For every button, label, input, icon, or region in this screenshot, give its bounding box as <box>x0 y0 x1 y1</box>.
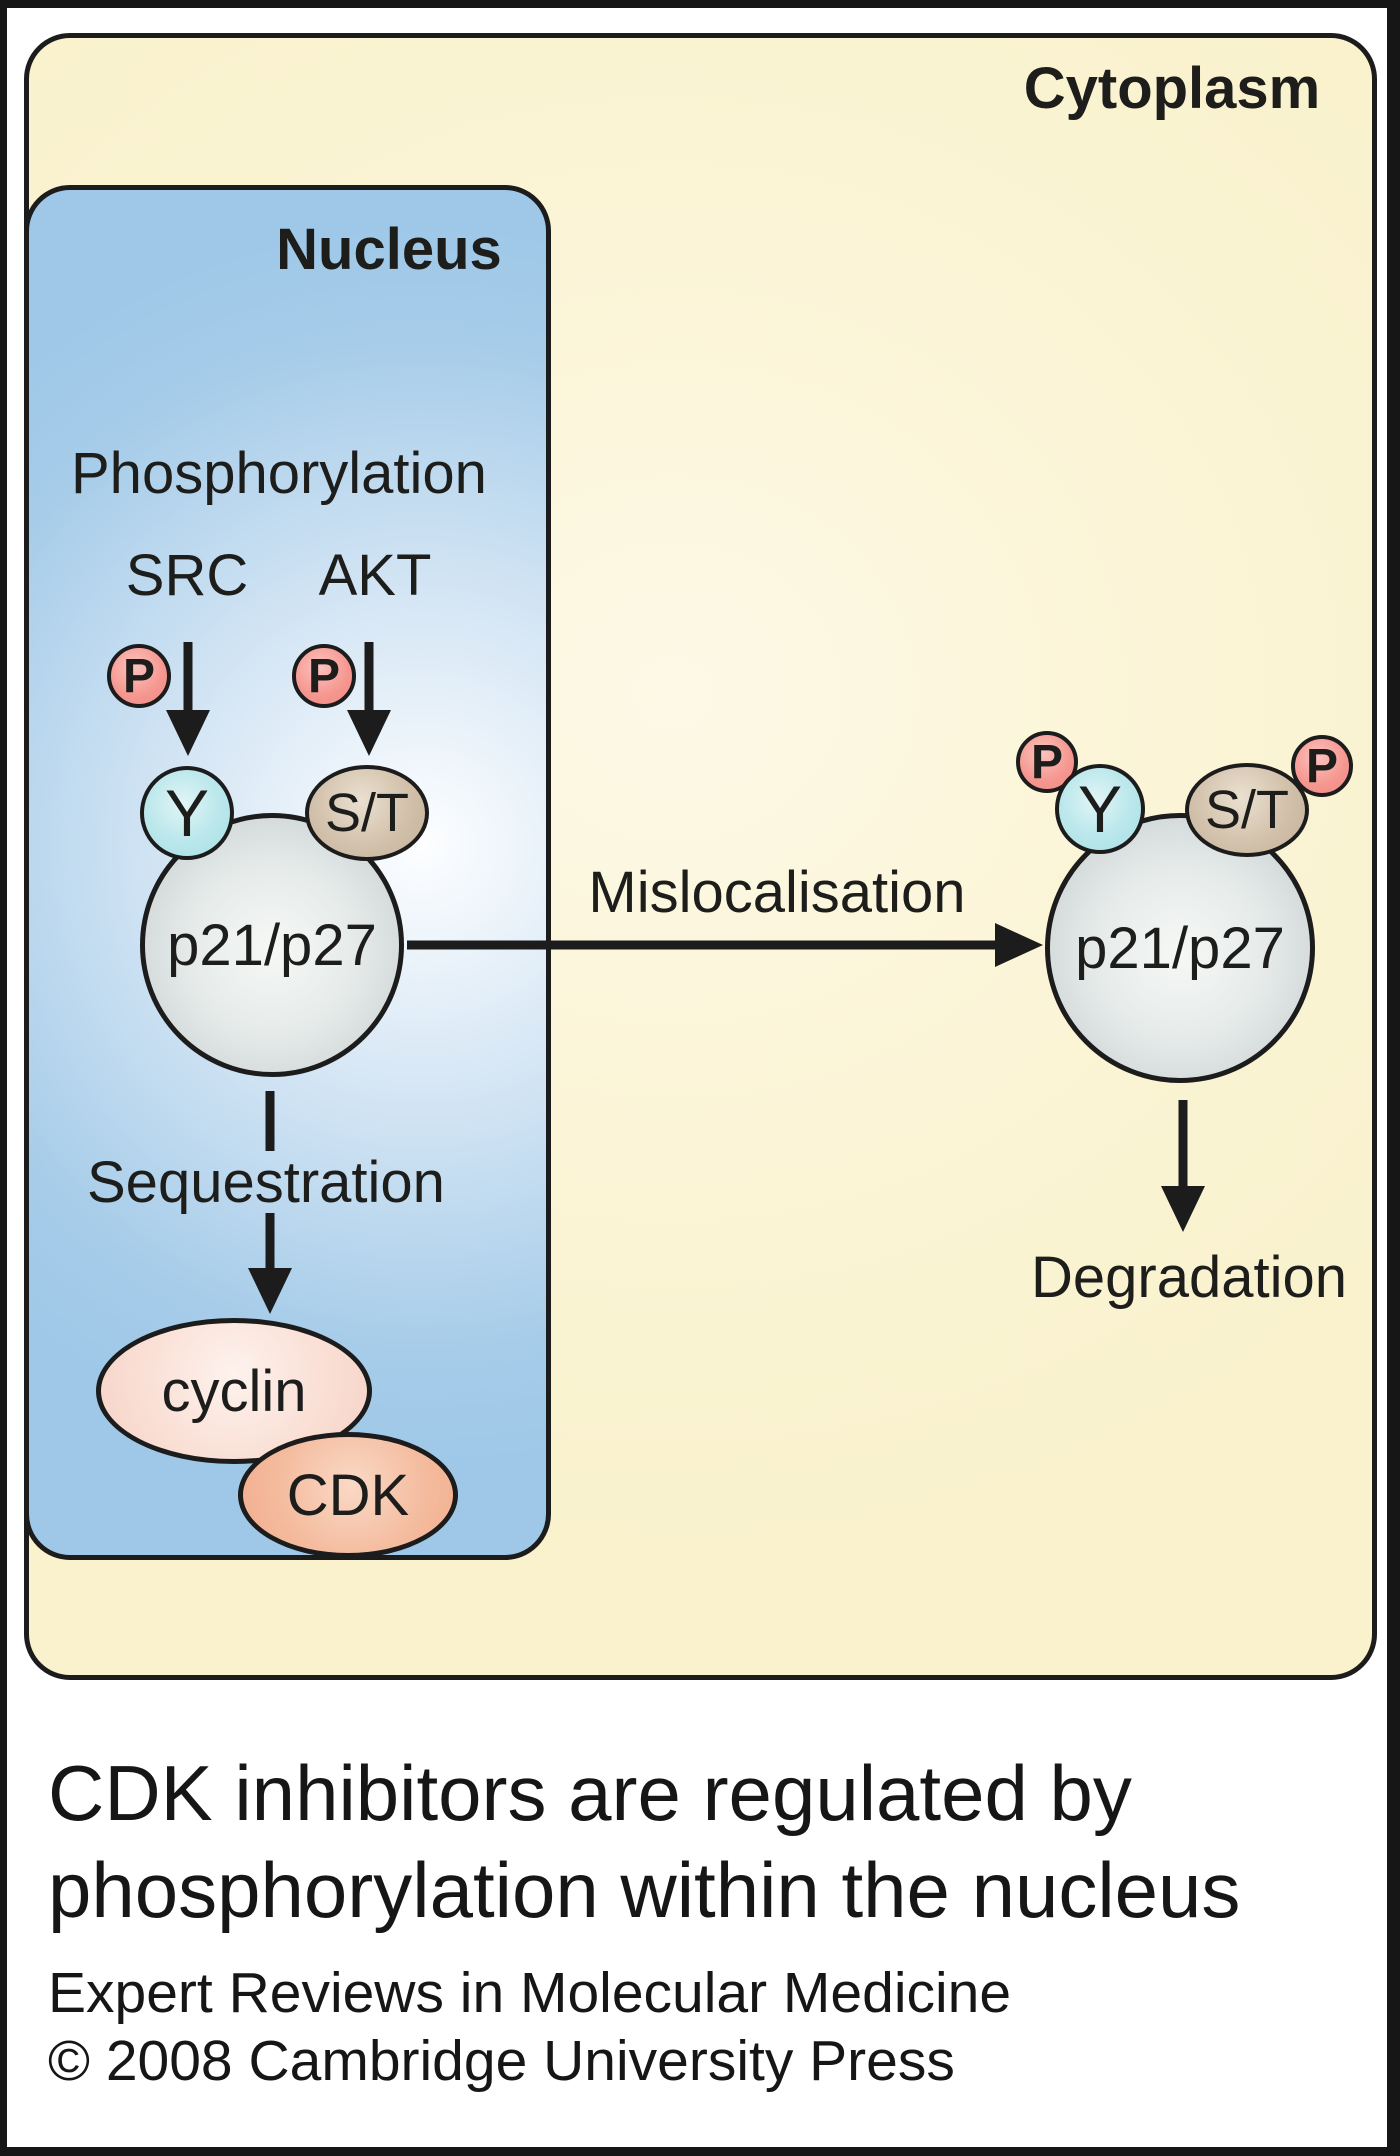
serine-threonine-label: S/T <box>1204 780 1289 840</box>
cyclin-ellipse: cyclin <box>96 1318 372 1464</box>
phosphorylation-label: Phosphorylation <box>71 441 487 506</box>
figure-caption-line1: CDK inhibitors are regulated by <box>48 1749 1132 1837</box>
phosphate-symbol: P <box>1030 735 1063 789</box>
p21-p27-label: p21/p27 <box>167 912 377 978</box>
kinase-src-label: SRC <box>125 543 249 608</box>
mislocalisation-label: Mislocalisation <box>588 860 966 925</box>
cyclin-label: cyclin <box>161 1358 307 1424</box>
tyrosine-residue-badge-nuclear: Y <box>140 766 234 860</box>
tyrosine-label: Y <box>164 776 210 850</box>
cytoplasm-label: Cytoplasm <box>1023 56 1321 121</box>
journal-credit: Expert Reviews in Molecular Medicine <box>48 1961 1012 2025</box>
kinase-akt-label: AKT <box>318 543 432 608</box>
degradation-label: Degradation <box>1031 1245 1347 1310</box>
phosphate-badge-cytoplasmic-st: P <box>1291 735 1353 797</box>
copyright-credit: © 2008 Cambridge University Press <box>48 2029 955 2093</box>
cdk-ellipse: CDK <box>238 1432 458 1558</box>
figure-caption: CDK inhibitors are regulated by phosphor… <box>48 1745 1240 1939</box>
phosphate-symbol: P <box>307 649 340 703</box>
phosphate-badge-akt: P <box>292 644 356 708</box>
tyrosine-residue-badge-cytoplasmic: Y <box>1055 764 1145 854</box>
phosphate-symbol: P <box>1305 739 1338 793</box>
sequestration-label: Sequestration <box>87 1150 445 1215</box>
phosphate-badge-src: P <box>107 644 171 708</box>
figure-caption-line2: phosphorylation within the nucleus <box>48 1846 1241 1934</box>
phosphate-symbol: P <box>122 649 155 703</box>
figure-credits: Expert Reviews in Molecular Medicine © 2… <box>48 1959 1011 2095</box>
nucleus-label: Nucleus <box>276 217 502 282</box>
p21-p27-label: p21/p27 <box>1075 915 1285 981</box>
serine-threonine-residue-badge-nuclear: S/T <box>305 765 429 861</box>
cdk-label: CDK <box>286 1462 410 1528</box>
p21-p27-protein-cytoplasmic: p21/p27 <box>1045 813 1315 1083</box>
tyrosine-label: Y <box>1077 772 1123 846</box>
serine-threonine-label: S/T <box>324 783 409 843</box>
serine-threonine-residue-badge-cytoplasmic: S/T <box>1185 763 1309 857</box>
